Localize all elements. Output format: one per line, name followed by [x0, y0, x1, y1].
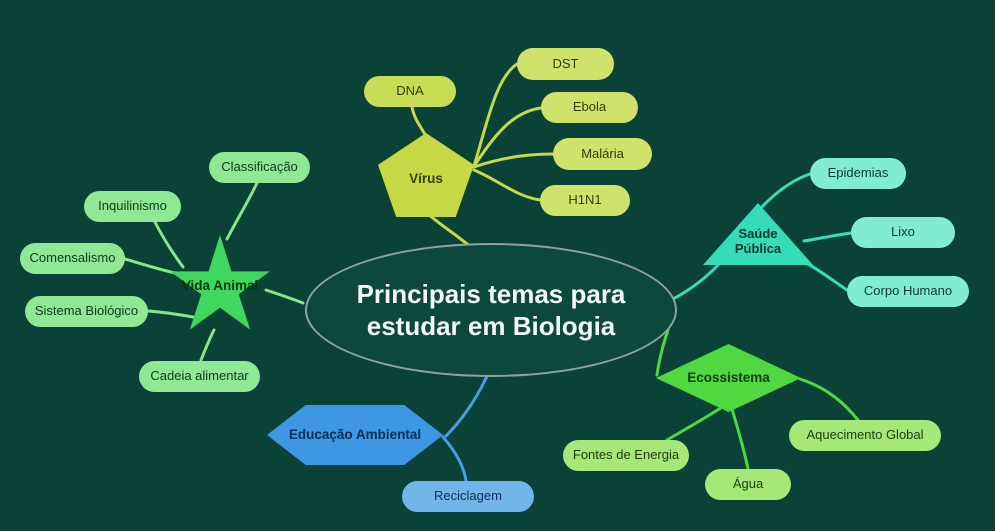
connector-center-ecossistema — [655, 328, 670, 377]
connector-virus-h1n1 — [472, 168, 542, 202]
node-aquecimento-global[interactable]: Aquecimento Global — [789, 420, 941, 451]
node-corpo-humano[interactable]: Corpo Humano — [847, 276, 969, 307]
connector-eco-agua — [730, 407, 750, 471]
central-topic-title: Principais temas para estudar em Biologi… — [356, 278, 626, 342]
connector-center-educacao — [444, 374, 489, 438]
node-lixo[interactable]: Lixo — [851, 217, 955, 248]
connector-vida-classificacao — [225, 181, 259, 241]
branch-saude-publica[interactable]: Saúde Pública — [703, 203, 813, 265]
connector-center-saude — [671, 261, 722, 301]
branch-educacao-ambiental-label: Educação Ambiental — [288, 427, 422, 442]
node-fontes-de-energia[interactable]: Fontes de Energia — [563, 440, 689, 471]
branch-saude-publica-label: Saúde Pública — [734, 226, 782, 256]
connector-center-vida-animal — [264, 288, 305, 305]
node-dst[interactable]: DST — [517, 48, 614, 80]
node-reciclagem[interactable]: Reciclagem — [402, 481, 534, 512]
branch-ecossistema-label: Ecossistema — [687, 370, 770, 385]
branch-educacao-ambiental[interactable]: Educação Ambiental — [267, 405, 443, 465]
connector-eco-fontes-energia — [665, 404, 726, 442]
connector-virus-ebola — [472, 106, 543, 168]
node-inquilinismo[interactable]: Inquilinismo — [84, 191, 181, 222]
connector-vida-comensalismo — [123, 257, 177, 275]
node-h1n1[interactable]: H1N1 — [540, 185, 630, 216]
node-ebola[interactable]: Ebola — [541, 92, 638, 123]
central-topic[interactable]: Principais temas para estudar em Biologi… — [305, 243, 677, 377]
connector-educacao-reciclagem — [441, 435, 468, 483]
connector-vida-inquilinismo — [153, 220, 185, 269]
branch-ecossistema[interactable]: Ecossistema — [656, 344, 801, 412]
node-malaria[interactable]: Malária — [553, 138, 652, 170]
connector-eco-aquecimento — [798, 377, 860, 422]
hexagon-shape — [267, 405, 443, 465]
branch-virus-label: Vírus — [409, 171, 443, 186]
node-classificacao[interactable]: Classificação — [209, 152, 310, 183]
node-agua[interactable]: Água — [705, 469, 791, 500]
branch-virus[interactable]: Vírus — [378, 133, 474, 217]
connector-saude-epidemias — [758, 172, 812, 211]
node-dna[interactable]: DNA — [364, 76, 456, 107]
node-comensalismo[interactable]: Comensalismo — [20, 243, 125, 274]
node-epidemias[interactable]: Epidemias — [810, 158, 906, 189]
connector-vida-cadeia-alimentar — [199, 328, 216, 362]
connector-virus-malaria — [472, 152, 555, 169]
branch-vida-animal-label: Vida Animal — [181, 278, 259, 293]
connector-virus-dst — [472, 62, 519, 168]
connector-saude-lixo — [802, 231, 853, 243]
node-sistema-biologico[interactable]: Sistema Biológico — [25, 296, 148, 327]
branch-vida-animal[interactable]: Vida Animal — [168, 235, 272, 339]
connector-virus-dna — [410, 105, 428, 138]
node-cadeia-alimentar[interactable]: Cadeia alimentar — [139, 361, 260, 392]
connector-vida-sistema-biologico — [146, 309, 195, 319]
